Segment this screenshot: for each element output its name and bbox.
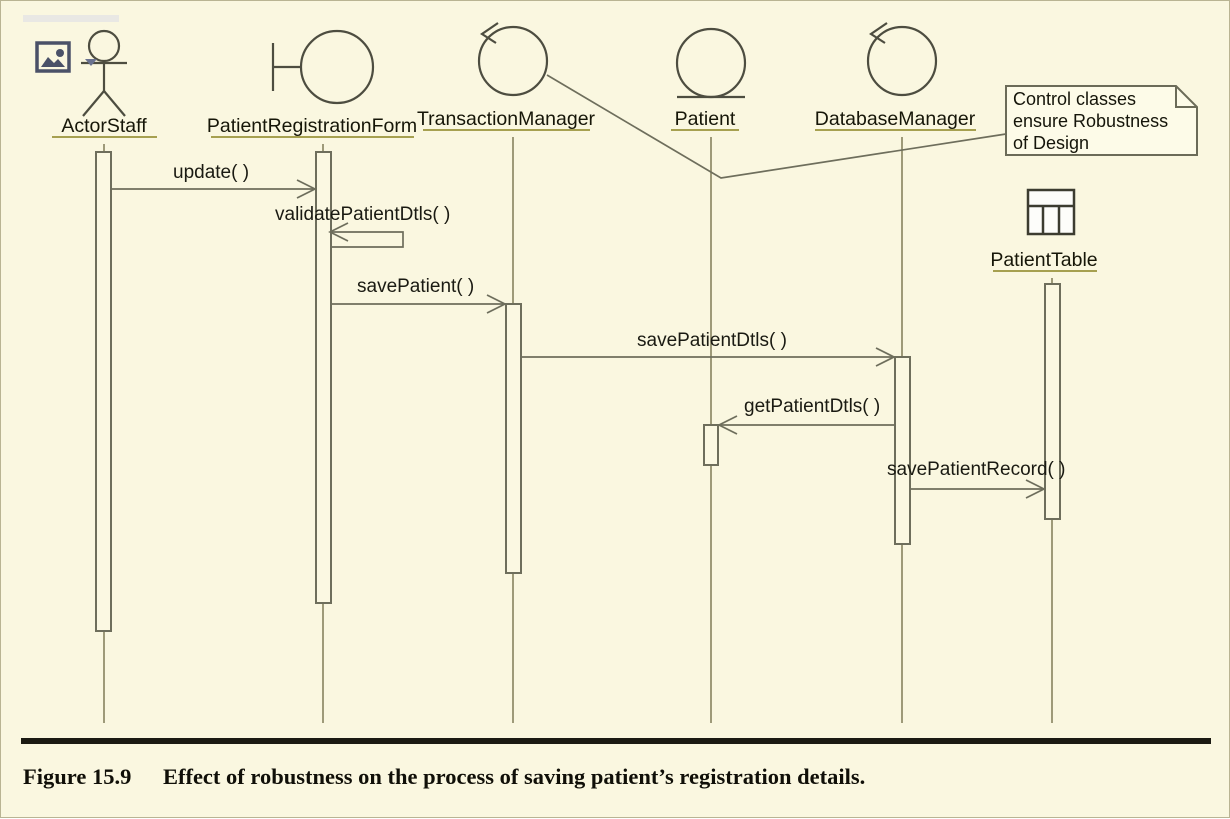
figure-caption: Figure 15.9 Effect of robustness on the …: [23, 764, 865, 789]
message-savepatient: savePatient( ): [331, 276, 507, 314]
activation-actorstaff: [95, 151, 112, 632]
database-table-icon: [1026, 188, 1076, 236]
entity-class-icon: [675, 27, 747, 99]
top-left-artifact-bar: [23, 15, 119, 22]
actor-stick-figure-icon: [81, 29, 127, 117]
activation-patient: [703, 424, 719, 466]
figure-number: Figure 15.9: [23, 764, 131, 789]
message-savepatientrecord: savePatientRecord( ): [887, 459, 1065, 499]
actor-arm-artifact: [85, 59, 97, 66]
note-line-2: ensure Robustness: [1013, 111, 1168, 131]
lifeline-label-patientregistrationform: PatientRegistrationForm: [207, 115, 417, 137]
lifeline-label-databasemanager: DatabaseManager: [815, 108, 976, 130]
note-connector-line: [546, 74, 1007, 179]
broken-image-placeholder-icon: [35, 41, 71, 73]
message-update: update( ): [111, 162, 317, 199]
lifeline-label-actorstaff: ActorStaff: [61, 115, 147, 137]
lifeline-label-patient: Patient: [675, 108, 736, 130]
message-label-update: update( ): [173, 162, 249, 183]
message-validatepatientdtls: validatePatientDtls( ): [275, 204, 450, 248]
note-line-3: of Design: [1013, 133, 1089, 153]
message-label-getpatientdtls: getPatientDtls( ): [744, 396, 880, 417]
message-getpatientdtls: getPatientDtls( ): [717, 396, 894, 435]
lifeline-label-patienttable: PatientTable: [990, 249, 1097, 271]
activation-databasemanager: [894, 356, 911, 545]
message-savepatientdtls: savePatientDtls( ): [521, 330, 896, 367]
figure-caption-body: Effect of robustness on the process of s…: [163, 764, 865, 789]
activation-patienttable: [1044, 283, 1061, 520]
boundary-class-icon: [271, 29, 375, 105]
message-label-savepatientdtls: savePatientDtls( ): [637, 330, 787, 351]
message-label-savepatient: savePatient( ): [357, 276, 474, 297]
activation-patientregistrationform: [315, 151, 332, 604]
robustness-note: Control classes ensure Robustness of Des…: [1005, 85, 1198, 156]
note-line-1: Control classes: [1013, 89, 1136, 109]
control-class-icon-databasemanager: [866, 22, 938, 97]
activation-transactionmanager: [505, 303, 522, 574]
message-label-savepatientrecord: savePatientRecord( ): [887, 459, 1065, 480]
lifeline-label-transactionmanager: TransactionManager: [417, 108, 596, 130]
message-label-validatepatientdtls: validatePatientDtls( ): [275, 204, 450, 225]
control-class-icon-transactionmanager: [477, 22, 549, 97]
